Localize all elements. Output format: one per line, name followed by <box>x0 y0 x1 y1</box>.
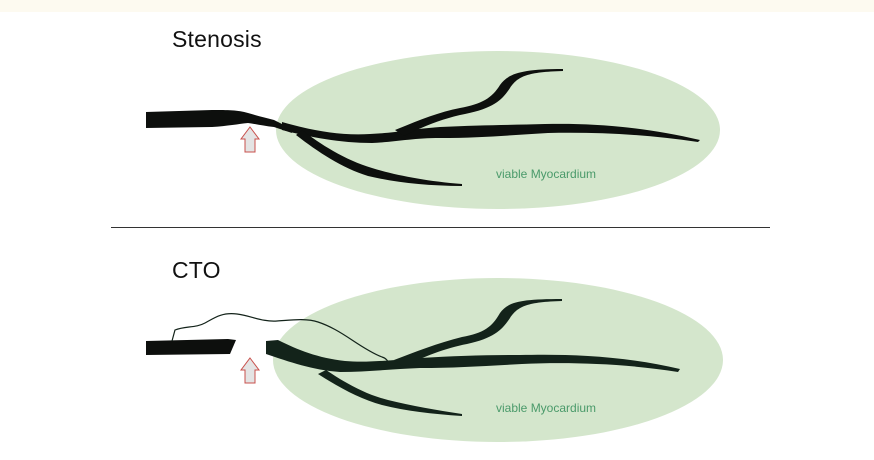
cto-collateral-vessel <box>171 313 391 366</box>
cto-lesion-arrow-icon <box>240 357 260 384</box>
cto-upper-branch <box>394 299 562 367</box>
cto-title: CTO <box>172 257 221 283</box>
stenosis-lower-branch <box>296 130 462 186</box>
cto-myocardium-label: viable Myocardium <box>496 401 596 415</box>
stenosis-myocardium-label: viable Myocardium <box>496 167 596 181</box>
cto-distal-vessel <box>266 340 680 372</box>
top-strip <box>0 0 874 12</box>
panel-divider <box>111 227 770 228</box>
stenosis-proximal-vessel <box>146 110 292 133</box>
stenosis-title: Stenosis <box>172 26 262 52</box>
stenosis-lesion-arrow-icon <box>240 126 260 153</box>
cto-panel: viable Myocardium <box>146 278 723 442</box>
stenosis-upper-branch <box>395 69 563 136</box>
cto-lower-branch <box>318 370 462 416</box>
stenosis-panel: viable Myocardium <box>146 51 720 209</box>
stenosis-main-branch <box>282 122 700 143</box>
cto-proximal-stump <box>146 339 236 355</box>
